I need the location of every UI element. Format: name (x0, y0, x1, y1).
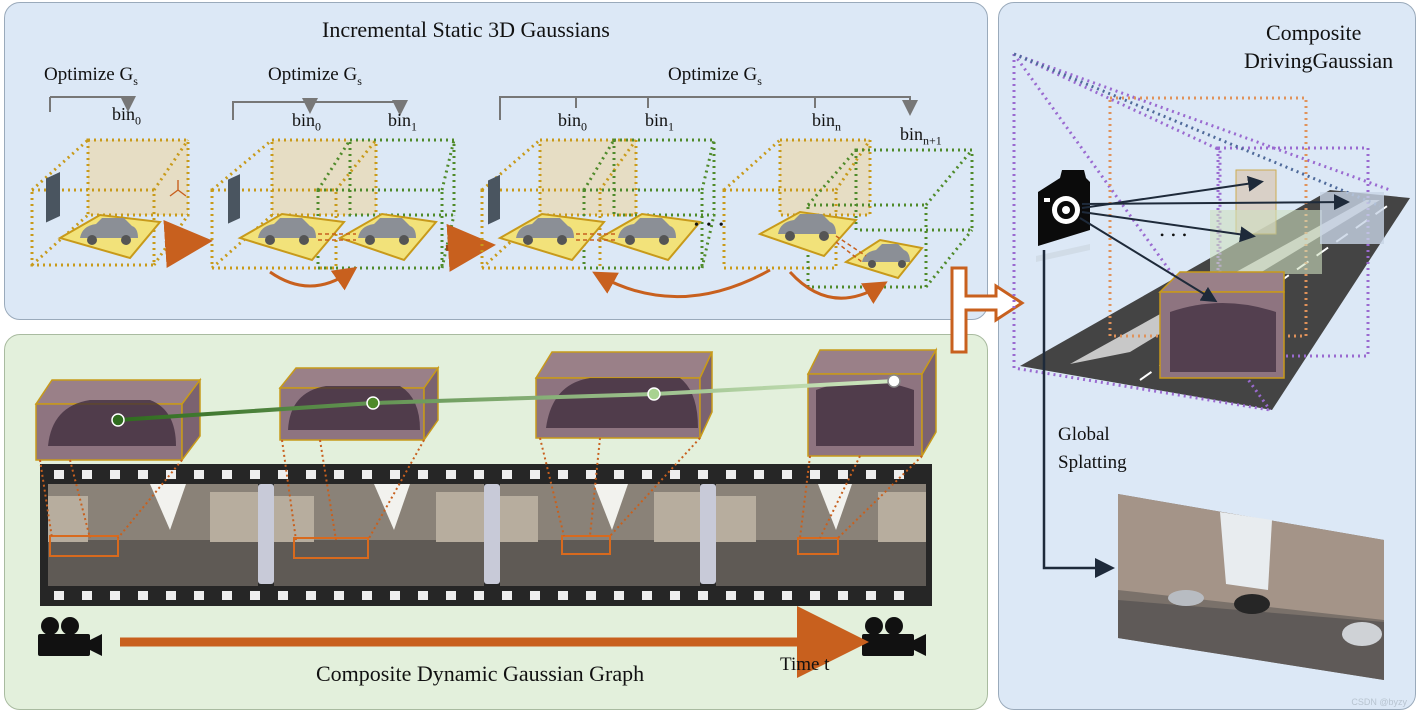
camera-plane-icon (46, 172, 60, 223)
car-icon (258, 218, 416, 238)
camera-icon (1036, 170, 1090, 262)
movie-camera-start-icon (38, 617, 102, 656)
bin1-cube (316, 138, 456, 270)
optimize-label-2: Optimize Gs (268, 64, 362, 88)
bin-label: binn (812, 110, 842, 134)
composite-ellipsis: • • • (1160, 228, 1189, 242)
static-ellipsis: • • • (694, 218, 726, 233)
film-strip (40, 464, 932, 606)
trajectory-line (117, 379, 895, 422)
composite-title-line2: DrivingGaussian (1244, 48, 1394, 73)
trajectory-nodes (111, 374, 901, 427)
splat-arrow (1042, 250, 1115, 578)
optimize-label-1: Optimize Gs (44, 64, 138, 88)
time-label: Time t (780, 654, 830, 675)
bin-label: binn+1 (900, 124, 942, 148)
bin-group-2 (210, 98, 456, 291)
projection-lines (39, 437, 923, 541)
camera-plane-icon (228, 174, 240, 224)
rendered-image (1118, 494, 1384, 680)
optimize-bracket (49, 97, 128, 112)
bin-label: bin1 (388, 110, 418, 134)
bin-label: bin0 (292, 110, 322, 134)
static-panel-title: Incremental Static 3D Gaussians (322, 17, 610, 42)
car-box-3 (534, 351, 714, 439)
sprocket-holes (54, 470, 904, 600)
bin-face (88, 140, 188, 215)
splatting-label-line1: Global (1058, 424, 1110, 445)
car-box-1 (34, 377, 202, 463)
car-box-4 (806, 347, 938, 459)
watermark: CSDN @byzy (1351, 697, 1407, 707)
car-box-near (1158, 271, 1285, 379)
dynamic-panel-title: Composite Dynamic Gaussian Graph (316, 661, 645, 686)
bin-group-3 (480, 96, 974, 305)
camera-plane-icon (488, 174, 500, 225)
bin-label: bin1 (645, 110, 675, 134)
axis-icon (169, 180, 187, 197)
film-frames (48, 484, 926, 586)
step-arrow-1 (163, 220, 213, 268)
splatting-label-line2: Splatting (1058, 452, 1127, 473)
car-box-far (1320, 192, 1384, 244)
optimize-label-3: Optimize Gs (668, 64, 762, 88)
optimize-bracket (499, 96, 918, 120)
bin0-cube (30, 138, 190, 267)
bin-group-1 (30, 97, 190, 267)
movie-camera-end-icon (862, 617, 926, 656)
merge-arrow (788, 270, 888, 305)
car-box-mid (1210, 210, 1322, 274)
composite-title-line1: Composite (1266, 20, 1362, 45)
car-icon (80, 218, 138, 245)
merge-arrow (269, 266, 358, 291)
dynamic-boxes (34, 347, 938, 463)
bin-label: bin0 (558, 110, 588, 134)
merge-arrow (592, 268, 771, 298)
ray-arrows (1079, 175, 1350, 303)
bin-label: bin0 (112, 104, 142, 128)
step-arrow-2 (445, 223, 496, 272)
flow-arrow (950, 266, 1025, 354)
car-box-2 (278, 365, 440, 443)
